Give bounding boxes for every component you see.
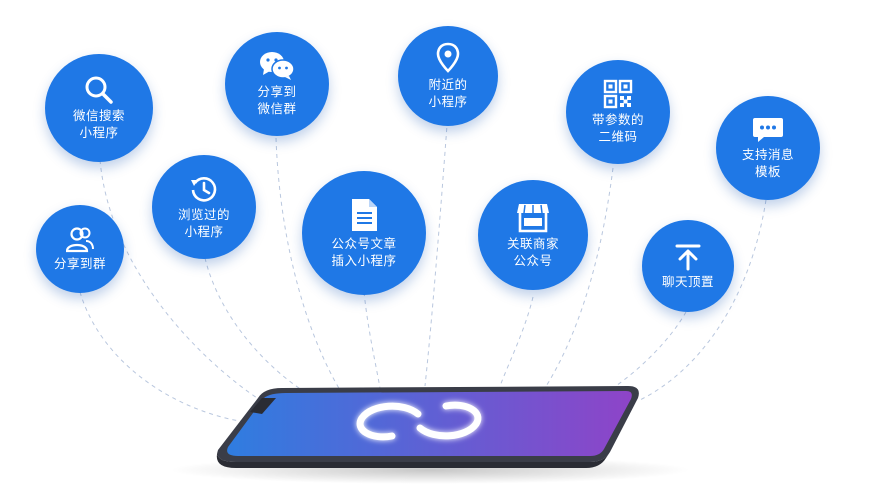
bubble-label: 支持消息 模板 — [741, 147, 794, 179]
bubble-wechat-search[interactable]: 微信搜索 小程序 — [45, 54, 153, 162]
bubble-share-wechat-group[interactable]: 分享到 微信群 — [225, 32, 329, 136]
store-icon — [516, 201, 550, 233]
bubble-label: 公众号文章 插入小程序 — [331, 236, 397, 268]
bubble-label: 浏览过的 小程序 — [177, 207, 230, 239]
document-icon — [349, 197, 379, 233]
location-icon — [436, 42, 460, 74]
pin-top-icon — [674, 243, 702, 271]
connector-line — [424, 111, 449, 387]
bubble-label: 带参数的 二维码 — [591, 112, 644, 144]
bubble-label: 分享到群 — [53, 255, 106, 271]
bubble-browsed[interactable]: 浏览过的 小程序 — [152, 155, 256, 259]
bubble-nearby[interactable]: 附近的 小程序 — [398, 26, 498, 126]
search-icon — [84, 75, 114, 105]
bubble-label: 关联商家 公众号 — [506, 236, 559, 268]
connector-line — [499, 296, 534, 387]
bubble-label: 附近的 小程序 — [428, 77, 468, 109]
bubble-label: 聊天顶置 — [661, 273, 714, 289]
bubble-qr-code[interactable]: 带参数的 二维码 — [566, 60, 670, 164]
connector-line — [275, 137, 341, 391]
connector-line — [79, 291, 246, 423]
connector-line — [544, 167, 614, 389]
bubble-share-group[interactable]: 分享到群 — [36, 205, 124, 293]
qr-code-icon — [603, 79, 633, 109]
wechat-icon — [259, 51, 295, 81]
bubble-label: 分享到 微信群 — [257, 84, 297, 116]
connector-line — [204, 257, 306, 393]
connector-line — [363, 291, 381, 389]
message-icon — [752, 116, 784, 144]
history-icon — [189, 174, 219, 204]
bubble-chat-top[interactable]: 聊天顶置 — [642, 220, 734, 312]
bubble-merchant-account[interactable]: 关联商家 公众号 — [478, 180, 588, 290]
bubble-label: 微信搜索 小程序 — [72, 108, 125, 140]
connector-line — [639, 199, 767, 401]
bubble-message-template[interactable]: 支持消息 模板 — [716, 96, 820, 200]
connector-line — [609, 311, 687, 391]
users-icon — [66, 226, 94, 253]
bubble-article-insert[interactable]: 公众号文章 插入小程序 — [302, 171, 426, 295]
connector-line — [99, 159, 261, 401]
